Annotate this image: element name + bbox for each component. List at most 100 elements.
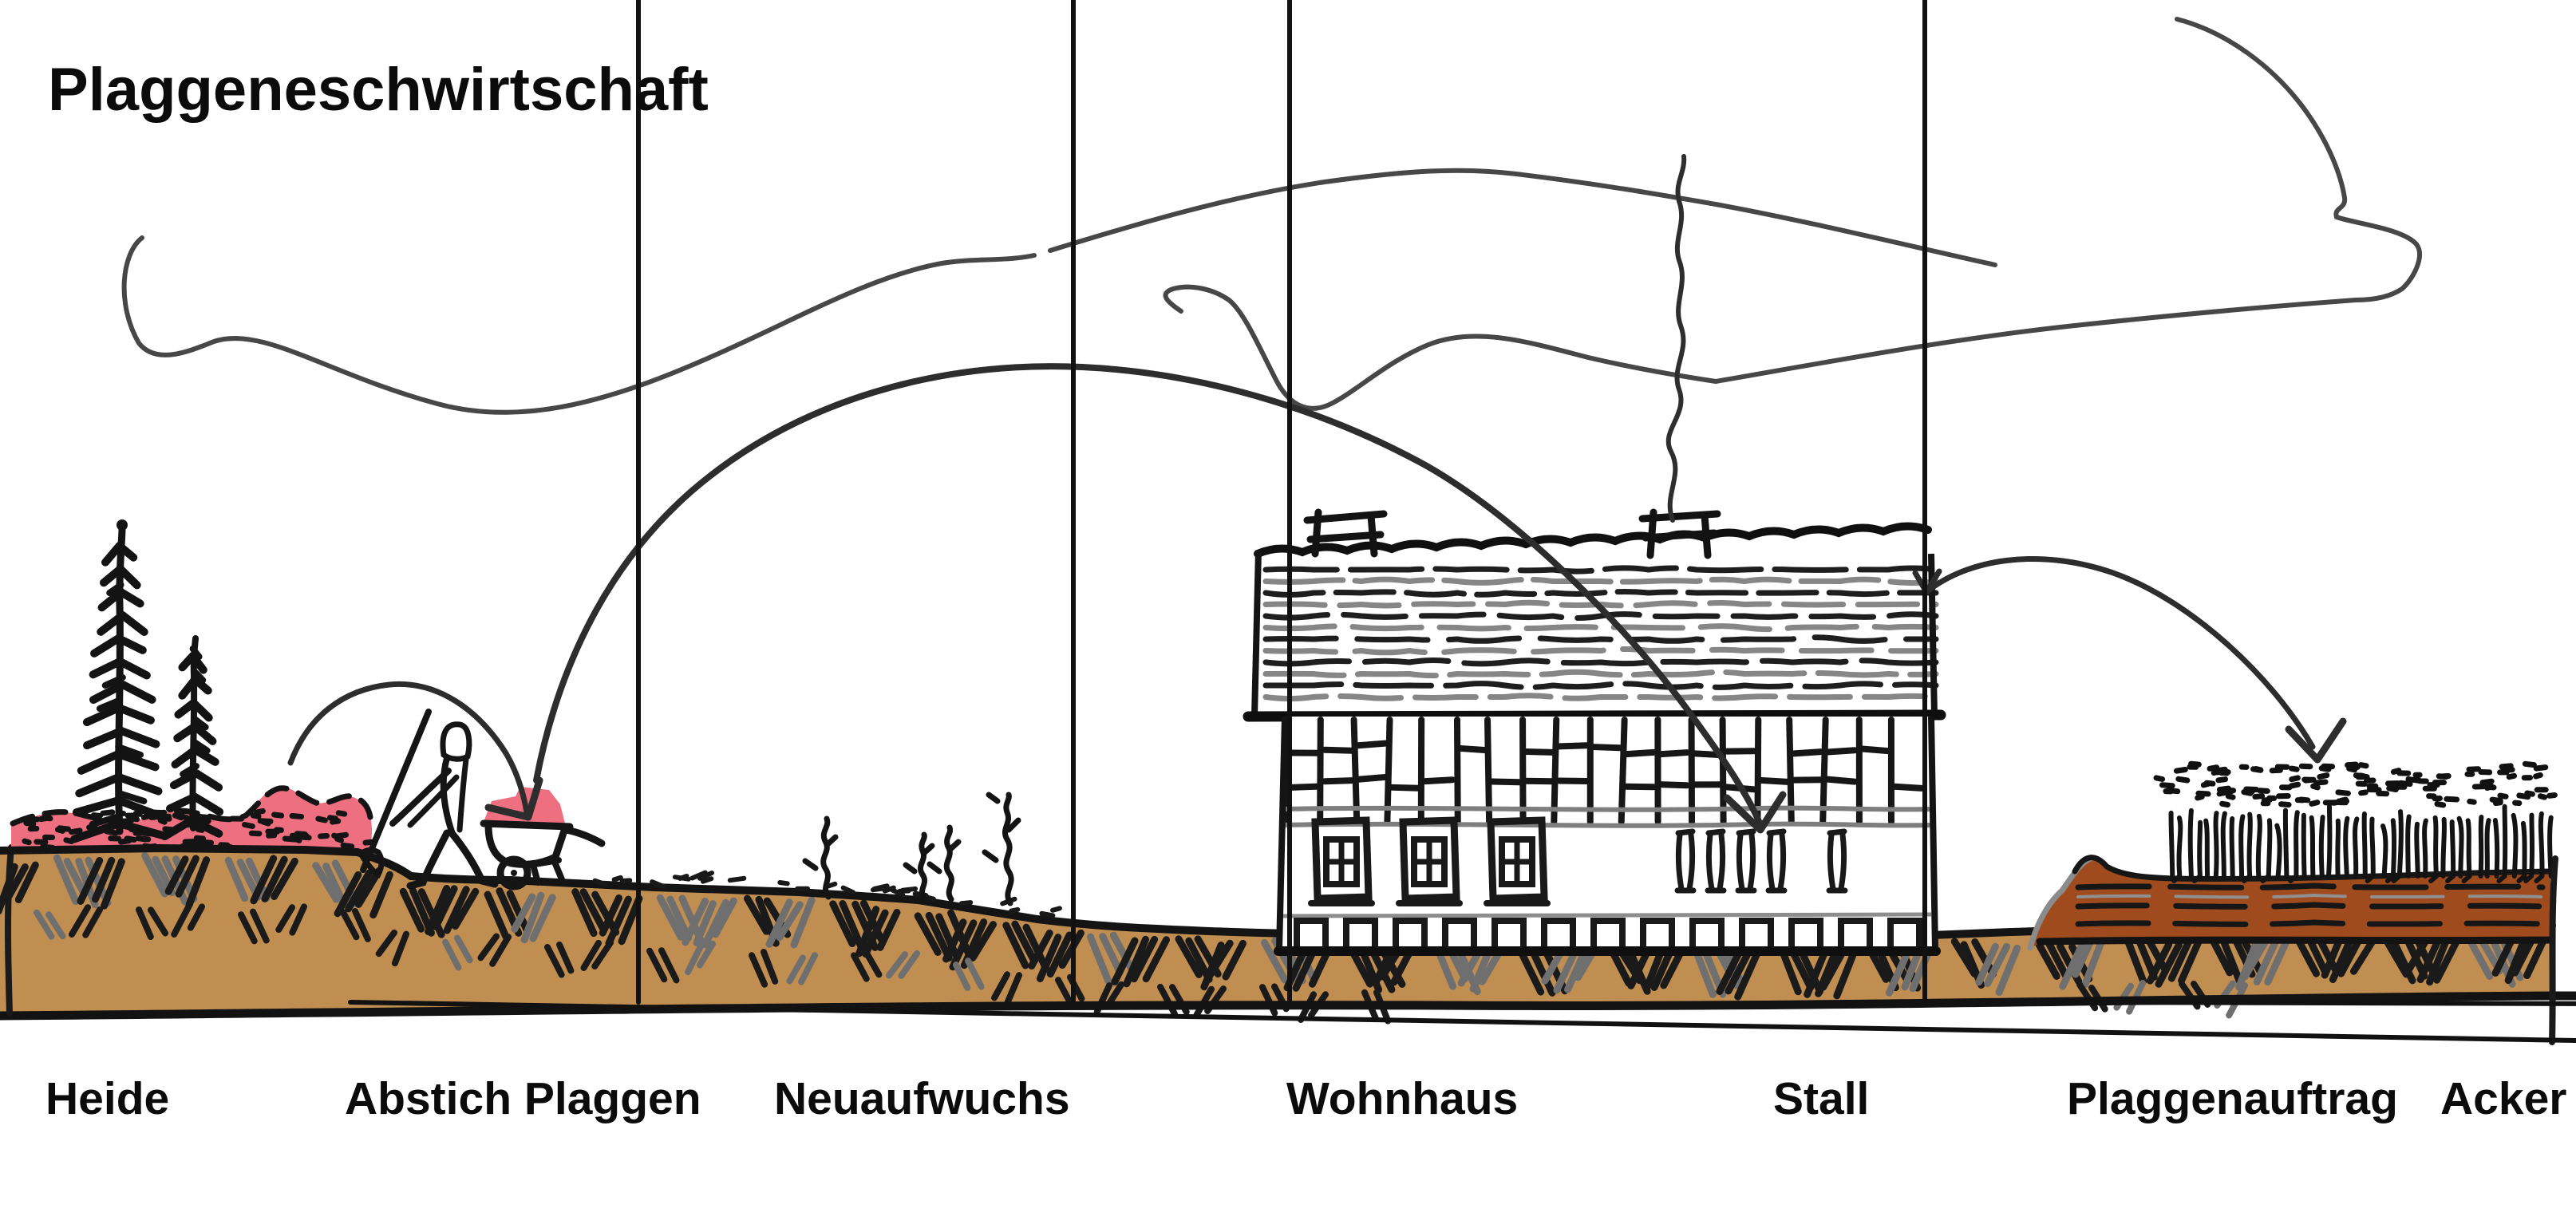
crop-blade (2432, 815, 2440, 879)
crop-blades (2168, 804, 2554, 883)
tree-branch (114, 796, 165, 821)
crop-blade (2529, 812, 2535, 879)
crop-blade-hook (2523, 874, 2535, 883)
heather-dot (57, 825, 71, 832)
roof-fill (1257, 549, 1935, 716)
tree-branch (116, 657, 151, 680)
crop-stipple-dot (2175, 776, 2191, 784)
soil-hatch-stroke (571, 888, 598, 938)
tree-branches-small (160, 646, 224, 841)
eaves-line (1243, 709, 1946, 722)
timber-rail (1322, 777, 1355, 785)
heather-dot (193, 835, 207, 842)
crop-stipple-dot (2211, 768, 2222, 776)
tree-branch (116, 565, 141, 590)
soil-hatch-stroke (965, 958, 985, 990)
soil-hatch-stroke (91, 856, 116, 903)
soil-hatch-stroke (2219, 936, 2244, 986)
tree-branch (83, 727, 126, 750)
heather-dot (250, 812, 262, 819)
foundation-block (1541, 918, 1576, 953)
soil-hatch-stroke (696, 940, 716, 969)
arrow-curve (1923, 555, 2316, 750)
crop-stipple-dot (2512, 800, 2523, 807)
soil-hatch-stroke (666, 895, 693, 942)
soil-hatch-stroke (855, 906, 880, 958)
crop-stipple-dot (2484, 784, 2495, 791)
stall-slit (1736, 831, 1756, 892)
scatter-mark (840, 885, 855, 895)
plaggen-bed (2027, 855, 2554, 951)
soil-hatch-stroke (839, 900, 866, 952)
scatter-mark (1039, 910, 1056, 918)
sapling (802, 815, 839, 900)
soil-hatch-stroke (399, 887, 425, 933)
crop-blade-hook (2260, 874, 2271, 883)
foundation-top-line (1282, 912, 1932, 918)
heather-dot (330, 818, 342, 825)
timber-rail (1657, 781, 1690, 789)
soil-hatch-stroke (334, 871, 362, 918)
cloud-lines (121, 17, 2422, 415)
tree-top-knob (117, 519, 128, 531)
scatter-mark (611, 875, 623, 883)
soil-hatch-stroke (63, 858, 89, 898)
arrowhead-icon (1723, 791, 1787, 834)
soil-hatch-stroke (245, 857, 271, 902)
arrowhead-icon (484, 776, 543, 821)
timber-rail (1355, 740, 1389, 749)
heather-dot (199, 839, 215, 846)
soil-hatch-stroke (312, 862, 340, 903)
soil-hatch-stroke (2045, 940, 2071, 981)
soil-hatch-stroke (1261, 939, 1289, 984)
soil-hatch-stroke (432, 885, 458, 930)
crop-stipple-dot (2216, 785, 2231, 793)
crop-blade (2309, 815, 2316, 879)
soil-hatch-stroke (1111, 937, 1139, 986)
soil-hatch-stroke (1046, 931, 1073, 978)
soil-hatch-stroke (949, 919, 978, 971)
timber-rail (1791, 748, 1824, 757)
crop-stipple-dot (2357, 762, 2369, 769)
window-frame (1487, 816, 1548, 902)
stall-slit-cap (1765, 828, 1788, 894)
bed-row-line (2075, 902, 2546, 910)
region-labels: Heide Abstich Plaggen Neuaufwuchs Wohnha… (45, 1073, 2566, 1124)
soil-hatch-stroke (886, 951, 908, 979)
soil-hatch-stroke (693, 900, 717, 946)
heather-dot (63, 837, 75, 844)
crop-stipple-dot (2165, 788, 2181, 795)
soil-hatch-stroke (175, 855, 200, 898)
timber-post (1350, 717, 1361, 825)
soil-hatch-stroke (829, 900, 856, 948)
window-mullion (1499, 836, 1535, 887)
crop-blade (2520, 820, 2527, 879)
soil-hatch-stroke (2433, 936, 2461, 984)
timber-rail (1891, 783, 1925, 792)
foundation-block (1393, 918, 1428, 953)
field-crops (2153, 760, 2558, 1045)
foundation-block (1442, 918, 1477, 953)
tree-branch (192, 769, 223, 792)
crop-blade (2238, 814, 2246, 879)
crop-blade (2478, 815, 2484, 879)
timber-rail (1322, 746, 1355, 754)
tree-branch (191, 675, 212, 695)
arrowhead-icon (2285, 717, 2347, 764)
window-frame (1311, 816, 1373, 902)
crop-stipple-dot (2537, 793, 2548, 800)
crop-stipple-dot (2250, 766, 2264, 773)
soil-hatch-stroke (898, 950, 920, 979)
tree-branch (169, 769, 200, 790)
soil-hatch-stroke (1778, 946, 1802, 996)
window-mullion (1411, 836, 1448, 887)
tree-branch (118, 611, 148, 636)
timber-rail (1824, 776, 1858, 785)
timber-rail (1657, 749, 1690, 758)
crop-stipple-dot (2278, 801, 2292, 808)
crop-blade (2176, 815, 2183, 879)
soil-hatch-stroke (2235, 938, 2260, 991)
foundation-block (1788, 918, 1823, 953)
zone-label-acker: Acker (2440, 1073, 2566, 1124)
